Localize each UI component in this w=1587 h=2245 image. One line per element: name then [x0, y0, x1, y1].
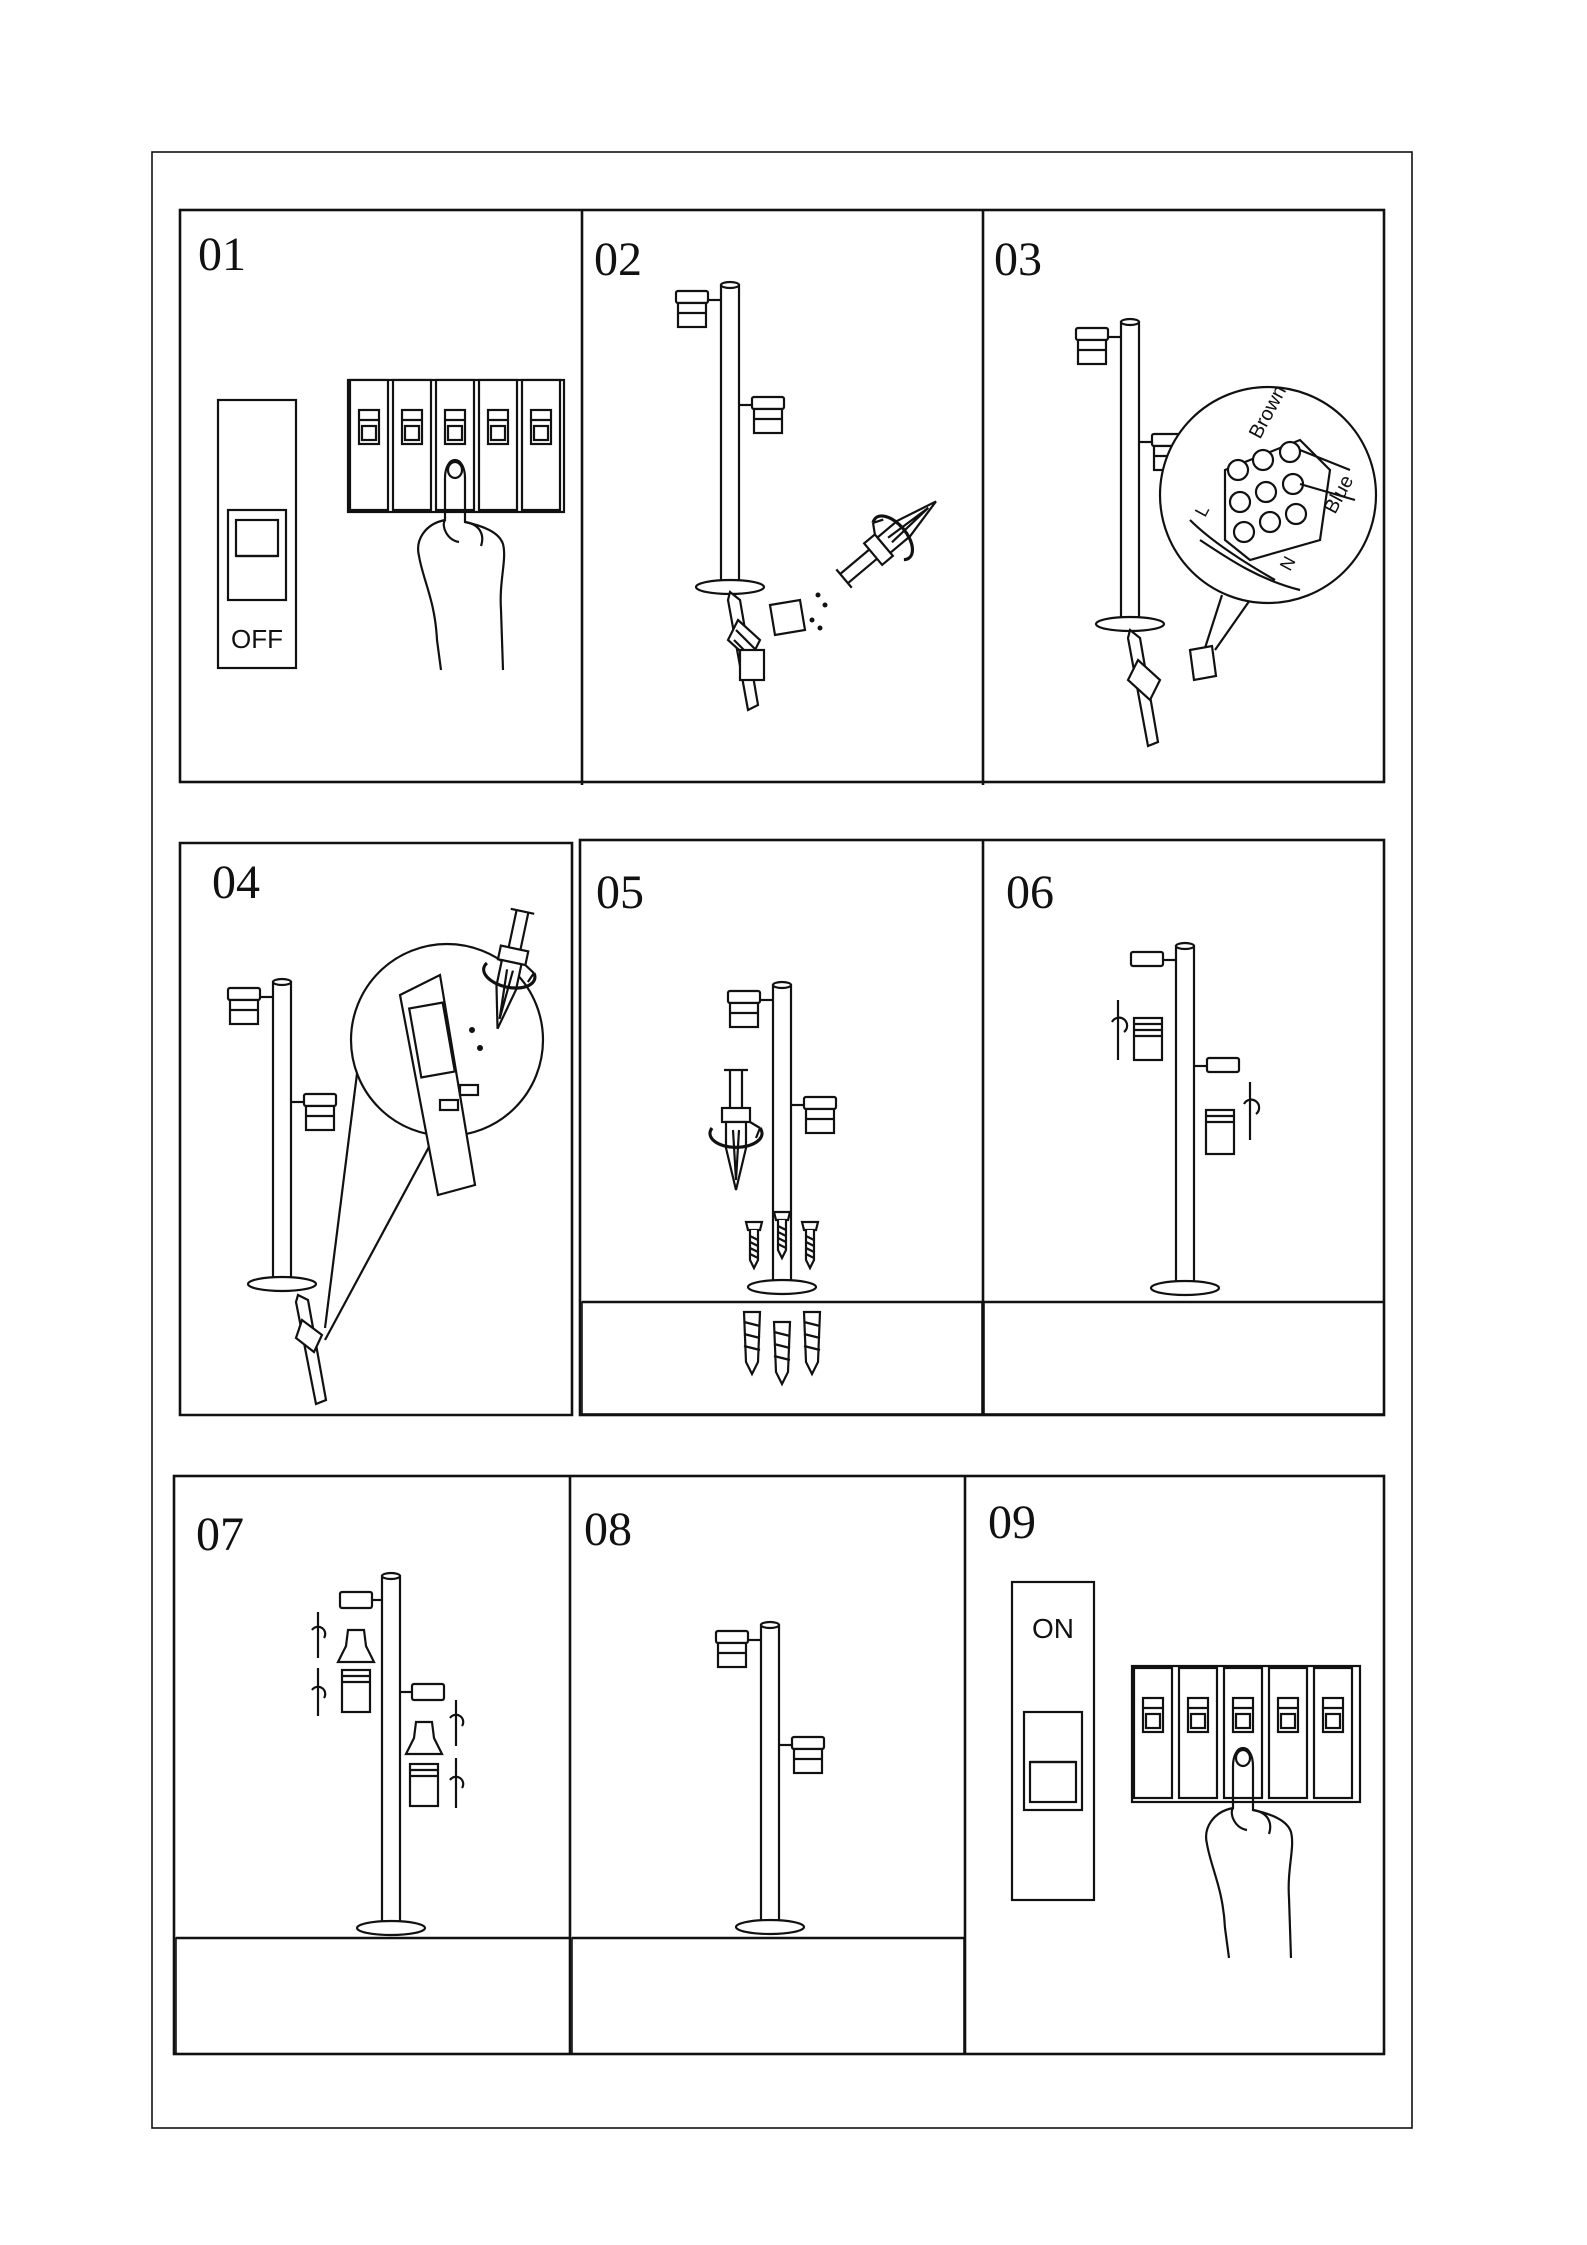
bollard-light-icon	[716, 1622, 824, 1934]
screwdriver-icon	[710, 1070, 762, 1190]
step-number: 05	[596, 866, 644, 919]
step-number: 08	[584, 1503, 632, 1556]
wall-plug-icon	[744, 1312, 820, 1384]
step-03-panel: 03 Brown Blue L N	[994, 233, 1376, 746]
step-02-panel: 02	[594, 233, 953, 710]
step-07-panel: 07	[176, 1508, 570, 2054]
ground-icon	[984, 1302, 1384, 1414]
step-08-panel: 08	[572, 1503, 964, 2054]
step-number: 04	[212, 856, 260, 909]
breaker-off-icon: OFF	[218, 400, 296, 668]
screwdriver-icon	[827, 482, 952, 599]
step-01-panel: 01 OFF	[198, 228, 564, 670]
step-05-panel: 05	[582, 866, 982, 1414]
step-number: 03	[994, 233, 1042, 286]
screw-icon	[746, 1212, 818, 1268]
terminal-block-zoom-icon: Brown Blue L N	[1160, 382, 1376, 603]
switch-label: OFF	[231, 624, 283, 654]
cable-connector-icon	[728, 592, 764, 710]
step-09-panel: 09 ON	[988, 1496, 1360, 1958]
step-number: 02	[594, 233, 642, 286]
switch-label: ON	[1032, 1613, 1074, 1644]
terminal-cover-icon	[770, 593, 828, 636]
circuit-breaker-icon	[1132, 1666, 1360, 1802]
step-number: 01	[198, 228, 246, 281]
step-number: 06	[1006, 866, 1054, 919]
circuit-breaker-icon	[348, 380, 564, 512]
cable-connector-icon	[296, 1295, 326, 1404]
step-number: 09	[988, 1496, 1036, 1549]
step-04-panel: 04	[212, 856, 548, 1404]
ground-icon	[572, 1938, 964, 2054]
bollard-light-icon	[676, 282, 784, 594]
bollard-light-icon	[228, 979, 336, 1291]
breaker-on-icon: ON	[1012, 1582, 1094, 1900]
cable-connector-icon	[1128, 630, 1216, 746]
step-number: 07	[196, 1508, 244, 1561]
ground-icon	[176, 1938, 570, 2054]
step-06-panel: 06	[984, 866, 1384, 1414]
